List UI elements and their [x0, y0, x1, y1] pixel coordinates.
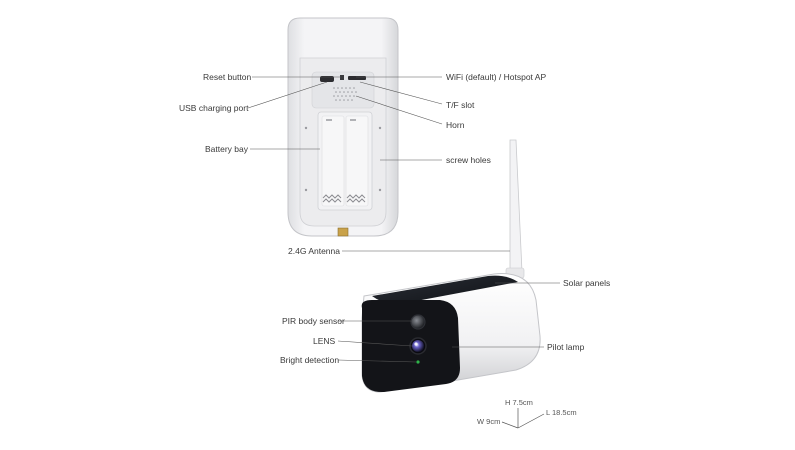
label-wifi-mode: WiFi (default) / Hotspot AP	[446, 72, 547, 82]
solar-panel-shape	[372, 275, 518, 305]
label-lens: LENS	[313, 336, 336, 346]
usb-port-shape	[320, 76, 334, 82]
antenna-shape	[509, 139, 523, 273]
label-pilot-lamp: Pilot lamp	[547, 342, 585, 352]
bright-detection-led	[416, 360, 420, 364]
label-solar-panels: Solar panels	[563, 278, 611, 288]
label-antenna: 2.4G Antenna	[288, 246, 340, 256]
reset-button-shape	[340, 75, 344, 80]
label-pir-sensor: PIR body sensor	[282, 316, 345, 326]
label-screw-holes: screw holes	[446, 155, 491, 165]
back-housing	[287, 17, 399, 237]
antenna-connector-shape	[337, 227, 349, 237]
label-bright-detection: Bright detection	[280, 355, 340, 365]
dimension-height: H 7.5cm	[505, 398, 533, 407]
label-tf-slot: T/F slot	[446, 100, 475, 110]
label-usb-charging-port: USB charging port	[179, 103, 249, 113]
horn-grille	[333, 87, 357, 101]
label-horn: Horn	[446, 120, 465, 130]
lens-shape	[412, 340, 424, 352]
label-battery-bay: Battery bay	[205, 144, 248, 154]
label-reset-button: Reset button	[203, 72, 252, 82]
dimension-arrows	[501, 408, 545, 429]
dimension-length: L 18.5cm	[546, 408, 577, 417]
leader-lines	[247, 76, 560, 363]
dimension-width: W 9cm	[477, 417, 501, 426]
pir-sensor-shape	[410, 314, 426, 330]
camera-body	[361, 139, 541, 393]
tf-slot-shape	[348, 76, 366, 80]
